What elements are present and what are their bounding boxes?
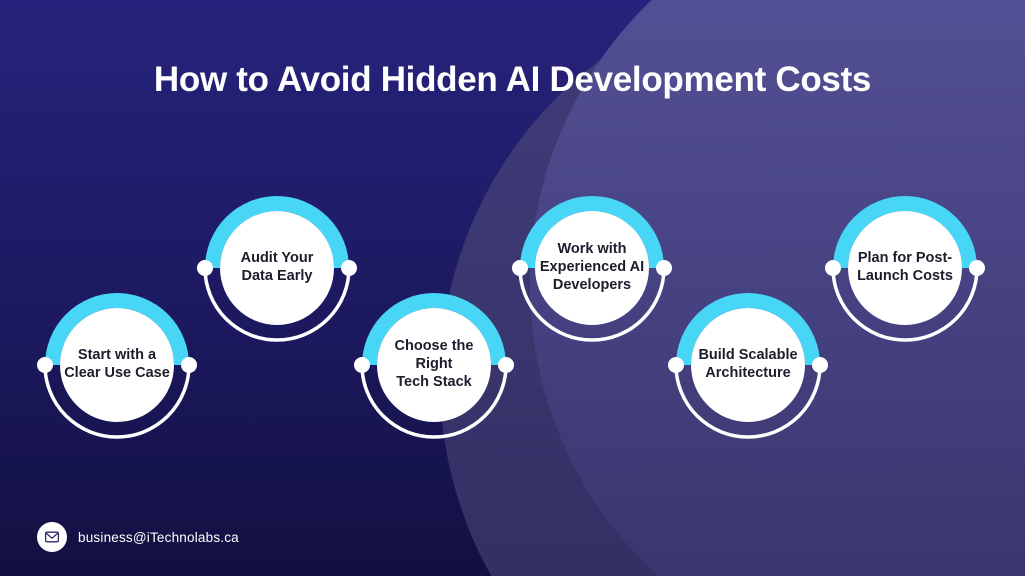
step-ring-icon — [197, 196, 357, 342]
step-ring-icon — [512, 196, 672, 342]
step-label-3: Choose the Right Tech Stack — [394, 338, 474, 390]
step-node-6: Plan for Post- Launch Costs — [823, 186, 987, 350]
step-node-3: Choose the Right Tech Stack — [352, 283, 516, 447]
contact-email[interactable]: business@iTechnolabs.ca — [78, 529, 239, 545]
step-label-6: Plan for Post- Launch Costs — [857, 250, 953, 284]
step-node-2: Audit Your Data Early — [195, 186, 359, 350]
step-label-1: Start with a Clear Use Case — [64, 347, 170, 381]
step-label-4: Work with Experienced AI Developers — [539, 241, 645, 293]
step-node-4: Work with Experienced AI Developers — [510, 186, 674, 350]
step-ring-icon — [668, 293, 828, 439]
step-label-2: Audit Your Data Early — [240, 250, 314, 284]
step-ring-icon — [354, 293, 514, 439]
envelope-icon — [37, 522, 67, 552]
contact-footer: business@iTechnolabs.ca — [37, 522, 239, 552]
step-ring-icon — [825, 196, 985, 342]
step-ring-icon — [37, 293, 197, 439]
page-title: How to Avoid Hidden AI Development Costs — [153, 60, 872, 99]
step-node-1: Start with a Clear Use Case — [35, 283, 199, 447]
step-node-5: Build Scalable Architecture — [666, 283, 830, 447]
step-label-5: Build Scalable Architecture — [698, 347, 798, 381]
